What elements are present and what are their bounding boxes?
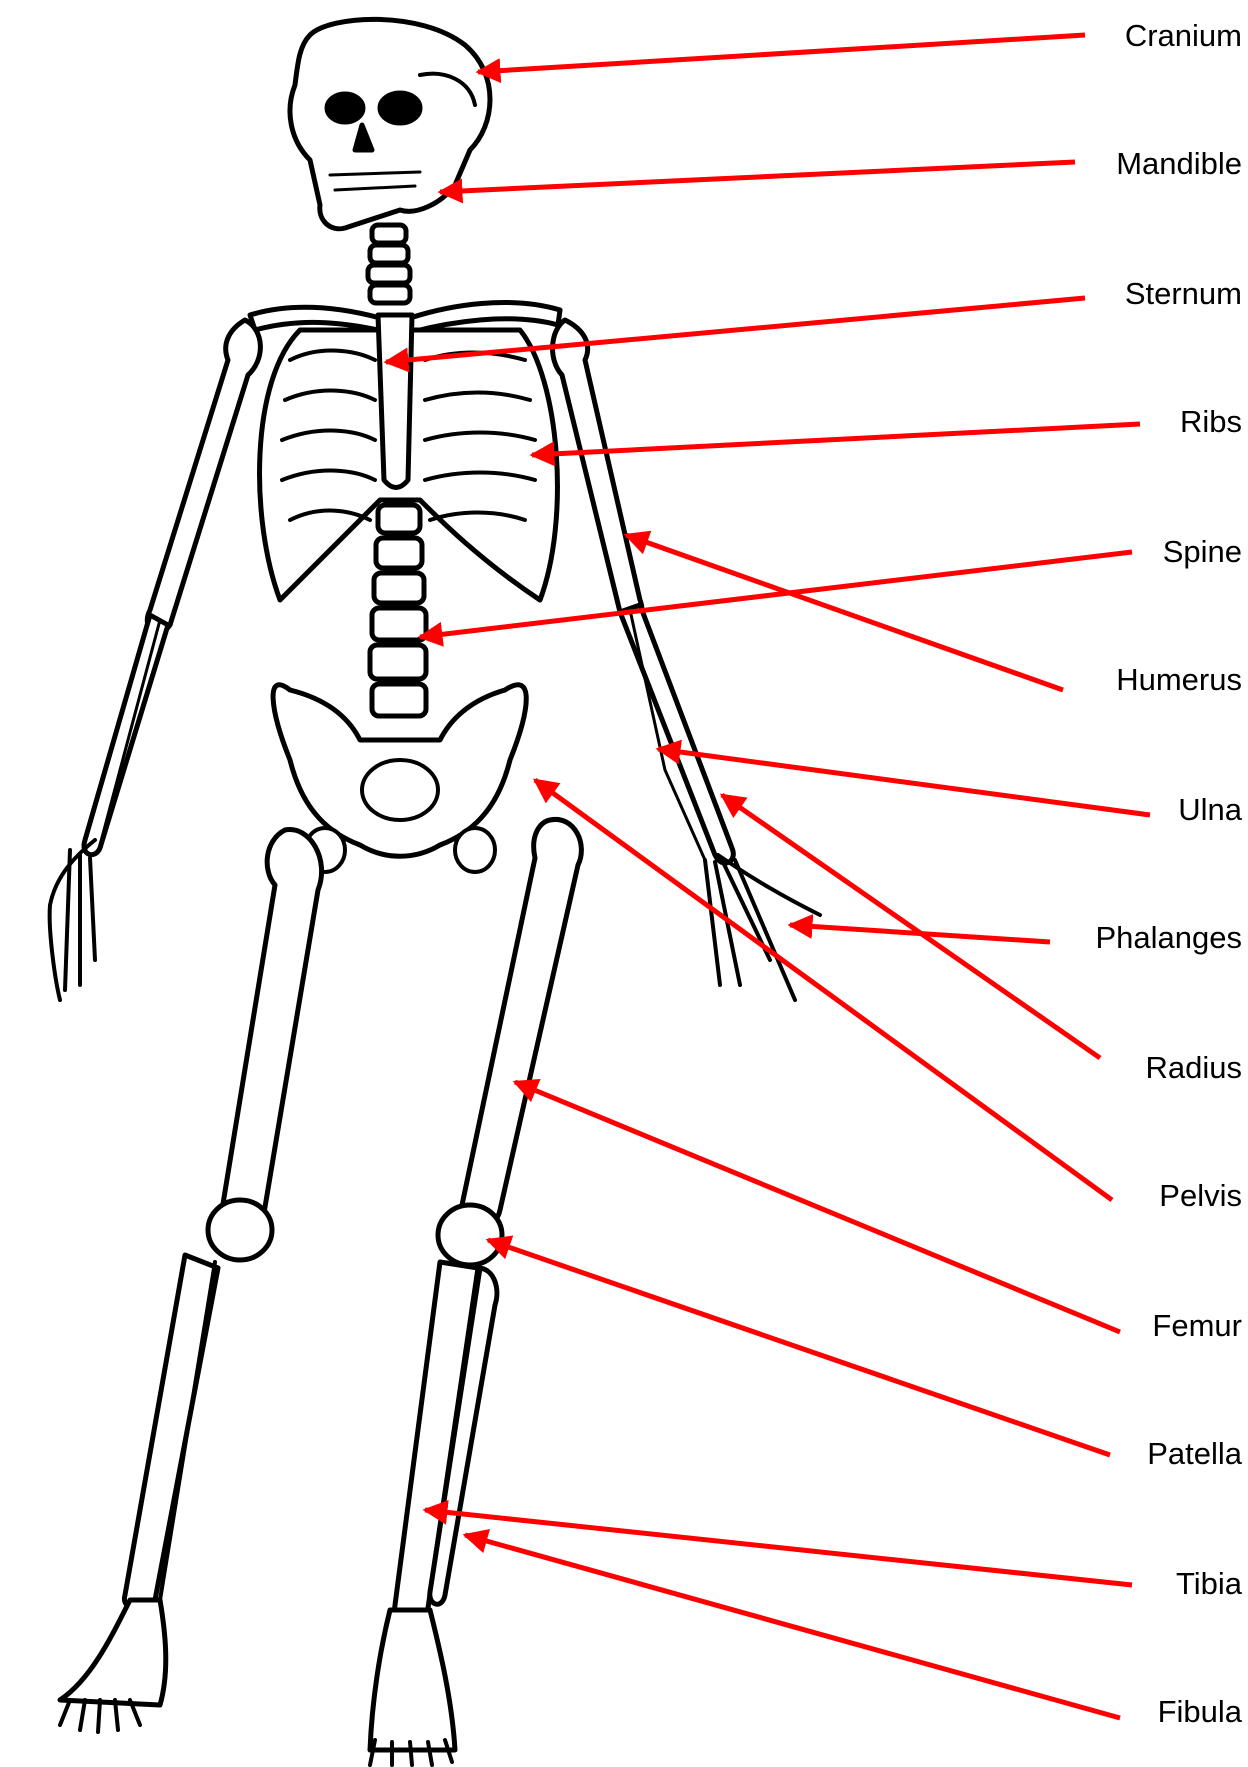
right-leg bbox=[370, 819, 581, 1765]
arrow-radius bbox=[722, 795, 1100, 1058]
cervical-spine bbox=[368, 225, 410, 303]
arrow-pelvis bbox=[535, 780, 1112, 1200]
arrow-tibia bbox=[425, 1510, 1132, 1585]
skeleton-illustration bbox=[50, 19, 820, 1765]
lumbar-spine bbox=[370, 505, 426, 716]
arrow-cranium bbox=[478, 35, 1085, 72]
skull bbox=[290, 19, 490, 228]
arrow-patella bbox=[488, 1240, 1110, 1455]
arrow-femur bbox=[515, 1082, 1120, 1332]
left-leg bbox=[60, 830, 322, 1732]
arrow-ulna bbox=[658, 749, 1150, 815]
right-arm bbox=[553, 320, 820, 1000]
label-arrows bbox=[386, 35, 1150, 1718]
arrow-ribs bbox=[532, 424, 1140, 455]
sternum-bone bbox=[378, 315, 412, 488]
left-arm bbox=[50, 320, 261, 1000]
left-clavicle bbox=[250, 307, 380, 330]
arrow-mandible bbox=[440, 162, 1075, 192]
arrow-fibula bbox=[465, 1535, 1120, 1718]
arrow-humerus bbox=[626, 535, 1063, 690]
